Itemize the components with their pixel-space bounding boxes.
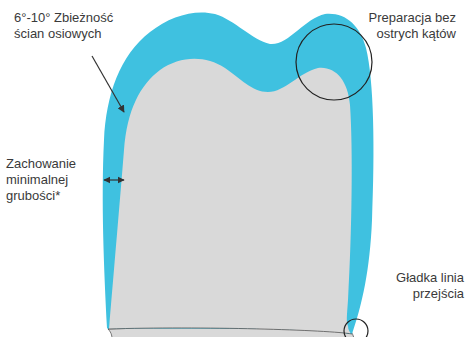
- annotation-label: Zachowanie minimalnej grubości*: [6, 156, 96, 204]
- annotation-label: Preparacja bez ostrych kątów: [356, 10, 456, 42]
- annotation-label: 6°-10° Zbieżność ścian osiowych: [14, 10, 134, 42]
- dimension-arrow: [104, 179, 124, 180]
- callout-circle: [296, 24, 372, 100]
- callout-circle: [344, 319, 368, 337]
- crown-restoration: [103, 12, 374, 334]
- leader-arrow: [92, 56, 124, 112]
- prepared-tooth: [109, 59, 352, 334]
- finish-line: [108, 328, 352, 334]
- annotation-label: Gładka linia przejścia: [374, 270, 464, 302]
